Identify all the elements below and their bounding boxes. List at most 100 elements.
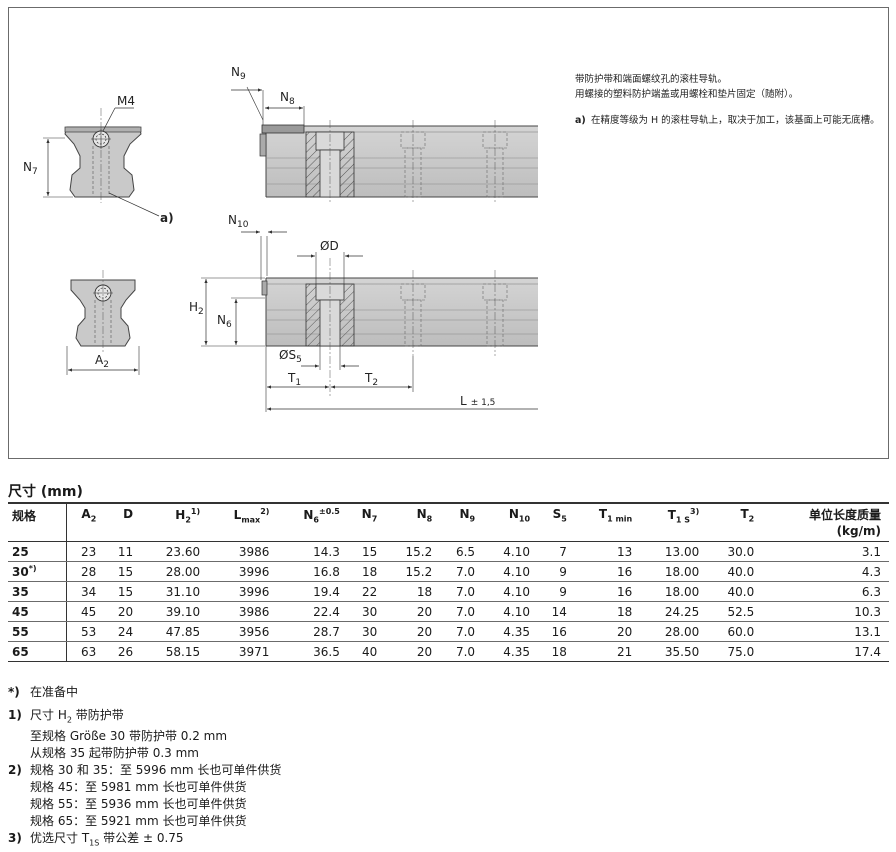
table-cell: 52.5 (707, 601, 763, 622)
table-cell: 9 (538, 581, 575, 602)
table-cell: 4.35 (483, 621, 539, 642)
label-od: ØD (320, 239, 339, 253)
table-cell: 4.10 (483, 601, 539, 622)
table-cell: 16 (574, 581, 641, 602)
side-view-bottom (201, 230, 538, 412)
table-cell: 40.0 (707, 581, 763, 602)
table-cell: 30 (347, 621, 386, 642)
table-cell: 18.00 (640, 581, 708, 602)
size-cell: 65 (8, 641, 68, 662)
table-cell: 47.85 (141, 621, 209, 642)
table-cell: 16 (538, 621, 575, 642)
table-cell: 18 (385, 581, 441, 602)
column-header: A2 (66, 502, 105, 542)
column-header: T2 (707, 502, 763, 542)
size-cell: 25 (8, 541, 68, 562)
table-cell: 3.1 (762, 541, 889, 562)
table-cell: 18.00 (640, 561, 708, 582)
table-cell: 31.10 (141, 581, 209, 602)
note-a-text: 在精度等级为 H 的滚柱导轨上，取决于加工，该基面上可能无底槽。 (591, 115, 880, 126)
table-cell: 7.0 (440, 601, 484, 622)
table-cell: 15 (104, 581, 142, 602)
label-os5: ØS5 (279, 348, 302, 365)
table-cell: 9 (538, 561, 575, 582)
table-cell: 20 (385, 641, 441, 662)
table-cell: 3996 (208, 581, 278, 602)
label-n9: N9 (231, 65, 246, 82)
end-view-threaded (43, 107, 160, 217)
table-cell: 30.0 (707, 541, 763, 562)
table-cell: 20 (574, 621, 641, 642)
table-cell: 7.0 (440, 641, 484, 662)
table-cell: 20 (104, 601, 142, 622)
table-cell: 45 (66, 601, 105, 622)
note-a: a) 在精度等级为 H 的滚柱导轨上，取决于加工，该基面上可能无底槽。 (575, 113, 885, 128)
table-cell: 20 (385, 601, 441, 622)
table-cell: 58.15 (141, 641, 209, 662)
label-n7: N7 (23, 160, 38, 177)
table-cell: 4.10 (483, 581, 539, 602)
table-cell: 6.3 (762, 581, 889, 602)
size-cell: 55 (8, 621, 68, 642)
table-cell: 7.0 (440, 621, 484, 642)
table-cell: 53 (66, 621, 105, 642)
column-header: H21) (141, 502, 209, 542)
table-cell: 11 (104, 541, 142, 562)
table-cell: 34 (66, 581, 105, 602)
rail-drawing: M4 N7 a) N9 N8 N10 ØD H2 N6 ØS5 A2 T1 T2… (23, 65, 538, 412)
table-cell: 23.60 (141, 541, 209, 562)
column-header: N6±0.5 (277, 502, 348, 542)
table-cell: 28.00 (141, 561, 209, 582)
footnote-1-head: 尺寸 H2 带防护带 (30, 708, 124, 725)
label-t2: T2 (364, 371, 378, 388)
table-cell: 30 (347, 601, 386, 622)
size-cell: 45 (8, 601, 68, 622)
table-cell: 7.0 (440, 581, 484, 602)
table-cell: 24 (104, 621, 142, 642)
size-cell: 35 (8, 581, 68, 602)
table-cell: 26 (104, 641, 142, 662)
column-header: 单位长度质量(kg/m) (762, 502, 889, 542)
footnote-2: 2) 规格 30 和 35：至 5996 mm 长也可单件供货 规格 45：至 … (8, 763, 282, 829)
label-n10: N10 (228, 213, 249, 230)
table-cell: 17.4 (762, 641, 889, 662)
note-line-1: 带防护带和端面螺纹孔的滚柱导轨。 (575, 74, 728, 85)
table-title: 尺寸 (mm) (8, 484, 83, 500)
table-cell: 14 (538, 601, 575, 622)
table-cell: 3956 (208, 621, 278, 642)
table-cell: 20 (385, 621, 441, 642)
table-cell: 3986 (208, 541, 278, 562)
column-header: N9 (440, 502, 484, 542)
drawing-notes: 带防护带和端面螺纹孔的滚柱导轨。 用螺接的塑料防护端盖或用螺栓和垫片固定（随附）… (575, 72, 885, 128)
technical-drawing-frame: M4 N7 a) N9 N8 N10 ØD H2 N6 ØS5 A2 T1 T2… (8, 7, 889, 459)
table-cell: 7 (538, 541, 575, 562)
label-n8: N8 (280, 90, 295, 107)
table-cell: 16.8 (277, 561, 348, 582)
column-header: N8 (385, 502, 441, 542)
footnote-3: 3) 优选尺寸 T1S 带公差 ± 0.75 (8, 831, 184, 848)
column-header: S5 (538, 502, 575, 542)
table-cell: 22.4 (277, 601, 348, 622)
table-cell: 6.5 (440, 541, 484, 562)
column-header: Lmax2) (208, 502, 278, 542)
label-a-marker: a) (160, 211, 174, 225)
table-cell: 4.3 (762, 561, 889, 582)
table-cell: 14.3 (277, 541, 348, 562)
label-l: L± 1,5 (460, 394, 495, 408)
table-cell: 10.3 (762, 601, 889, 622)
table-cell: 13.1 (762, 621, 889, 642)
table-cell: 21 (574, 641, 641, 662)
column-header: D (104, 502, 142, 542)
table-cell: 19.4 (277, 581, 348, 602)
footnote-1: 1) 尺寸 H2 带防护带 至规格 Größe 30 带防护带 0.2 mm 从… (8, 708, 228, 761)
label-a2: A2 (95, 353, 109, 370)
column-header: N7 (347, 502, 386, 542)
end-view-plain (66, 270, 140, 375)
